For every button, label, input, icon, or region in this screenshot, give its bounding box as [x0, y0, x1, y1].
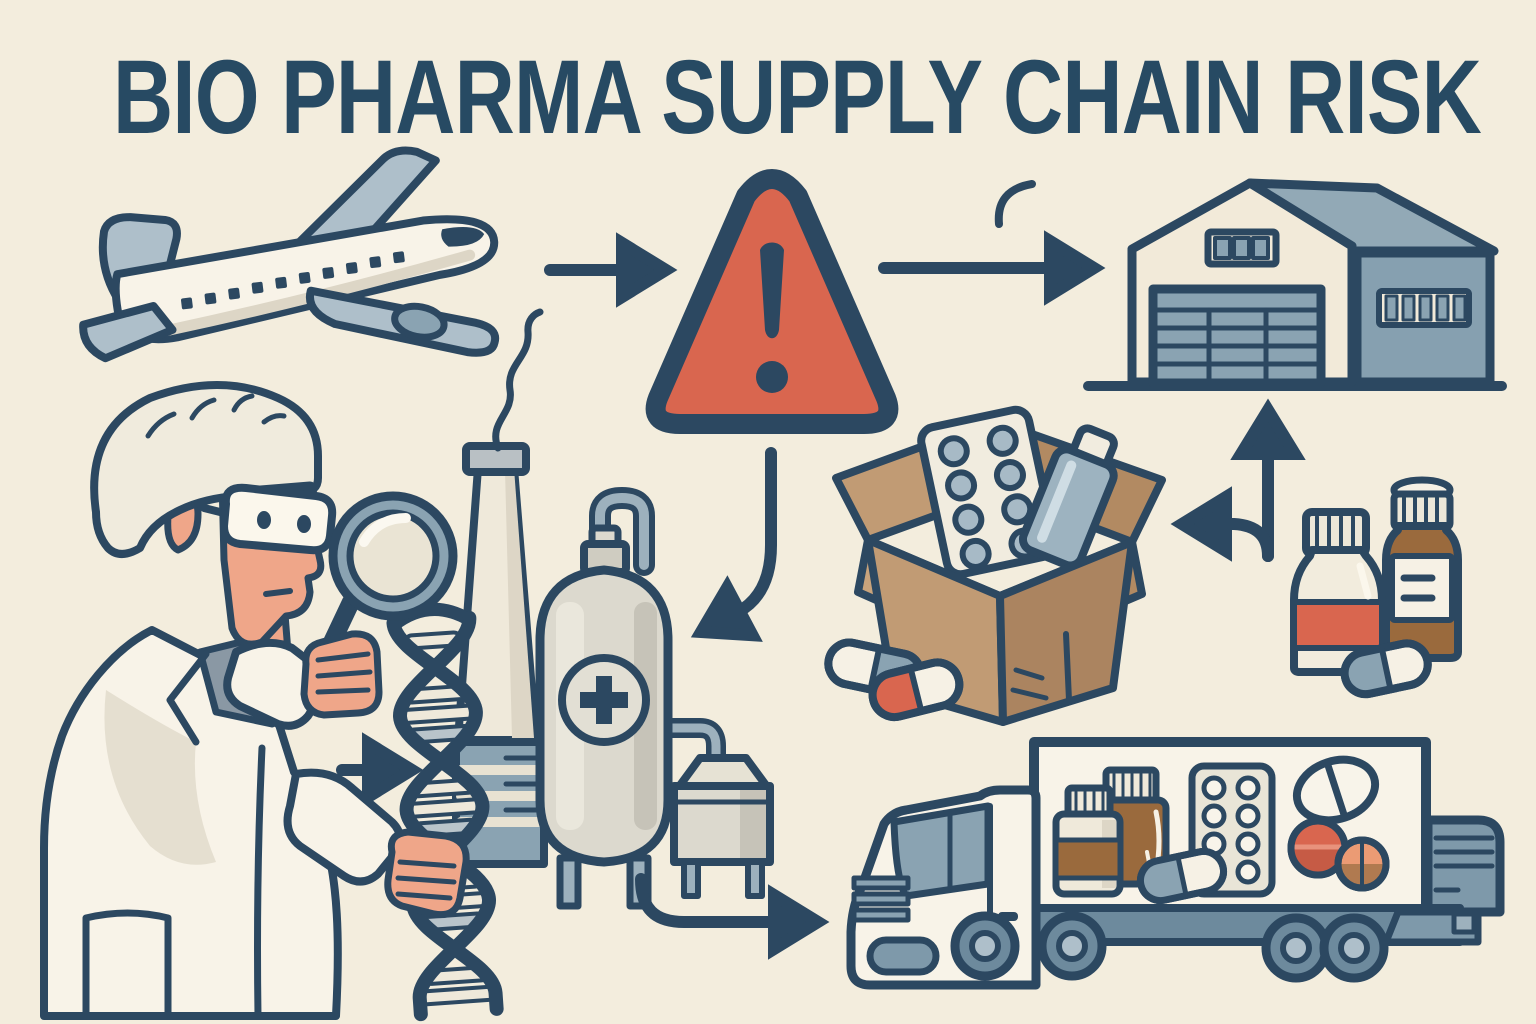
- safety-goggles-icon: [200, 483, 337, 555]
- truck-rear-louvers: [1433, 835, 1495, 893]
- wheel: [1037, 911, 1107, 981]
- truck-wheels: [950, 911, 1389, 983]
- medicine-box-icon: [824, 405, 1166, 726]
- wheel: [1319, 913, 1389, 983]
- dna-strand: [386, 616, 496, 1022]
- warehouse-garage-door: [1148, 284, 1326, 388]
- arrow-scientist-to-dna: [336, 732, 424, 808]
- capsule-icon: [1136, 847, 1228, 905]
- tank-leg: [556, 854, 582, 910]
- smoke-icon: [492, 308, 544, 452]
- exclamation-dot: [756, 361, 788, 393]
- arrow-junction-to-box: [1170, 486, 1274, 562]
- capsule-icon: [1340, 639, 1432, 699]
- box-seam-line: [1063, 631, 1072, 703]
- box-bottle-pack: [1018, 424, 1118, 570]
- dna-strand: [393, 610, 504, 1016]
- bottle-highlight: [1356, 562, 1372, 600]
- small-tank: [670, 754, 774, 899]
- pill-bottle-icon: [1052, 784, 1124, 898]
- hairnet-creases: [145, 393, 287, 439]
- airplane-far-wing: [284, 146, 440, 262]
- medicine-bottles-group: [1290, 476, 1462, 699]
- arrow-bioreactor-to-truck: [635, 873, 830, 960]
- exclamation-bar: [760, 242, 784, 339]
- trailer-artwork: [1052, 755, 1390, 905]
- mouth: [263, 588, 293, 597]
- factory-chimney-icon: [452, 308, 548, 868]
- coat-pocket: [82, 909, 172, 1020]
- page-title: BIO PHARMA SUPPLY CHAIN RISK: [113, 39, 1481, 156]
- warehouse-icon: [1083, 178, 1507, 391]
- arrow-airplane-to-warning: [544, 232, 678, 308]
- coat-lapel-left: [166, 650, 210, 746]
- hand: [384, 828, 470, 919]
- bottle-cap-ribs: [1315, 515, 1355, 550]
- delivery-truck-icon: [846, 737, 1505, 990]
- swoosh-line: [994, 180, 1036, 228]
- capsule-icon: [868, 658, 964, 722]
- warning-triangle-icon: [645, 169, 899, 434]
- airplane-rear-wing: [79, 302, 177, 363]
- arrow-warning-to-warehouse: [878, 230, 1106, 306]
- pill-bottle-icon: [1290, 508, 1386, 676]
- bioreactor-side-pipe: [654, 718, 726, 778]
- arrow-warning-to-bioreactor: [690, 447, 777, 642]
- truck-front-bumper: [866, 936, 940, 976]
- coat-shading: [104, 690, 216, 865]
- lens-highlight: [359, 513, 411, 547]
- box-mark-2: [1010, 687, 1049, 701]
- bottle-cap-ribs: [1402, 496, 1439, 526]
- truck-rear-step: [1451, 911, 1477, 935]
- eye: [297, 515, 311, 533]
- medical-cross-icon: [580, 676, 628, 724]
- round-tablet-icon: [1334, 836, 1390, 892]
- wheel: [950, 911, 1020, 981]
- airplane-windows: [181, 251, 405, 310]
- wheel: [1261, 913, 1331, 983]
- bioreactor-pipe-loop: [589, 487, 655, 576]
- sleeve: [283, 768, 405, 886]
- bottle-label: [1291, 599, 1385, 651]
- scientist-icon: [40, 381, 470, 1020]
- coat-seam: [254, 744, 266, 1020]
- factory-block-ticks: [503, 755, 542, 813]
- airplane-engine: [391, 302, 448, 341]
- truck-grille: [851, 875, 911, 923]
- magnifier-lens: [346, 509, 440, 603]
- hand-finger-lines: [315, 651, 373, 695]
- warehouse-side-window: [1376, 288, 1472, 328]
- airplane-icon: [79, 146, 500, 363]
- bioreactor-tank-icon: [535, 487, 774, 910]
- hand-finger-lines: [395, 859, 457, 901]
- chimney-shade: [505, 468, 534, 738]
- box-mark-1: [1013, 667, 1045, 681]
- airplane-cockpit-window: [441, 227, 485, 247]
- oval-pill-icon: [1292, 755, 1380, 825]
- eye: [257, 511, 271, 529]
- syrup-bottle-icon: [1382, 476, 1462, 662]
- bottle-label: [1389, 553, 1455, 623]
- warehouse-gable-window: [1204, 228, 1280, 268]
- sleeve: [223, 638, 330, 730]
